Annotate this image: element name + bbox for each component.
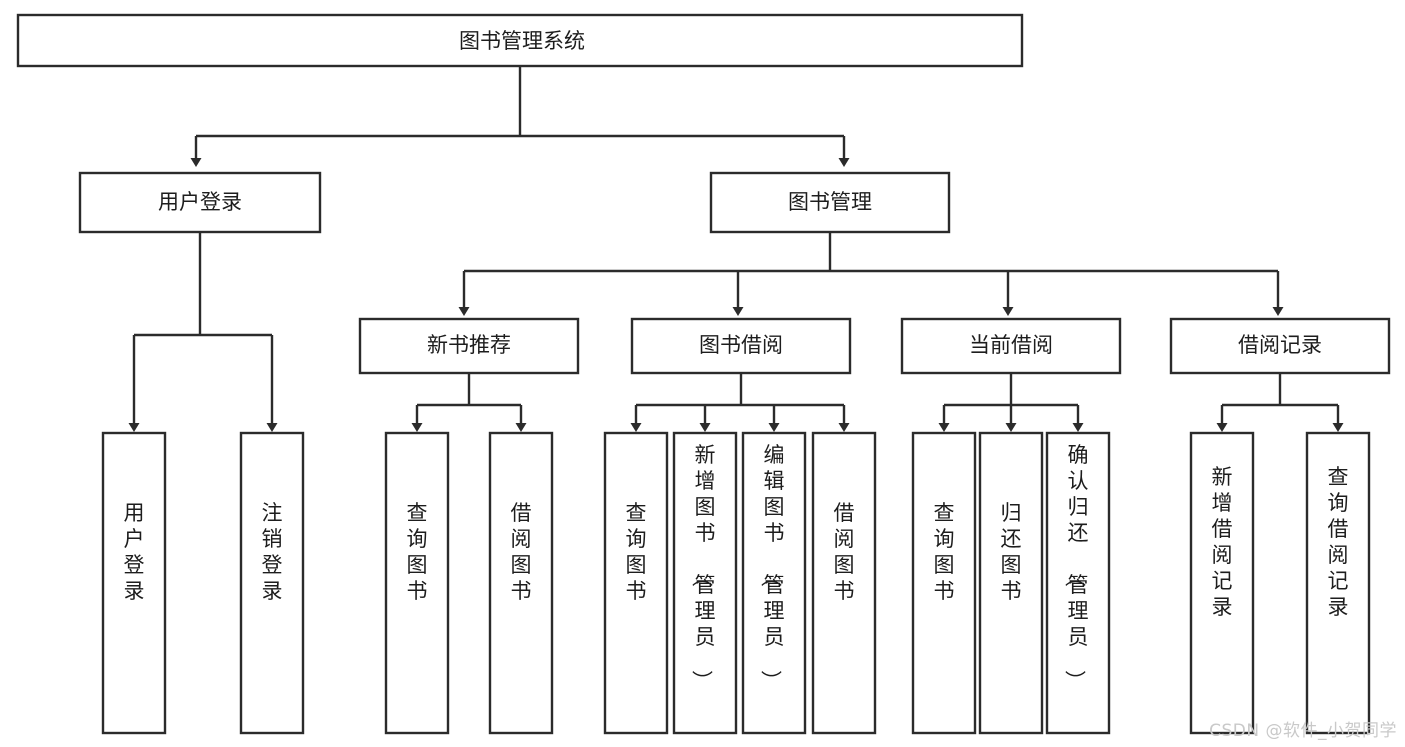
- node-leaf-query-record[interactable]: 查询借阅记录: [1305, 431, 1371, 735]
- connector-borrowrecord-to-leaves: [1216, 373, 1344, 432]
- node-leaf-borrow-book-1[interactable]: 借阅图书: [488, 431, 554, 735]
- node-root-label: 图书管理系统: [459, 29, 585, 53]
- node-new-book-recommend[interactable]: 新书推荐: [358, 317, 580, 375]
- node-leaf-user-logout[interactable]: 注销登录: [239, 431, 305, 735]
- node-leaf-borrow-book-2-label: 借阅图书: [834, 501, 855, 603]
- node-new-book-recommend-label: 新书推荐: [427, 333, 511, 357]
- node-leaf-return-book-label: 归还图书: [1001, 501, 1022, 603]
- node-book-manage[interactable]: 图书管理: [709, 171, 951, 234]
- node-leaf-query-book-3[interactable]: 查询图书: [911, 431, 977, 735]
- node-leaf-query-book-1[interactable]: 查询图书: [384, 431, 450, 735]
- node-leaf-return-book[interactable]: 归还图书: [978, 431, 1044, 735]
- connector-root-to-level2: [190, 66, 850, 167]
- node-user-login[interactable]: 用户登录: [78, 171, 322, 234]
- node-leaf-edit-book-label: 编辑图书（管理员）: [759, 443, 785, 691]
- node-leaf-confirm-return-label: 确认归还（管理员）: [1063, 443, 1089, 691]
- node-current-borrow[interactable]: 当前借阅: [900, 317, 1122, 375]
- connector-userlogin-to-leaves: [128, 232, 278, 432]
- node-leaf-edit-book[interactable]: 编辑图书（管理员）: [741, 431, 807, 735]
- node-book-borrow-label: 图书借阅: [699, 333, 783, 357]
- csdn-watermark: CSDN @软件_小贺同学: [1209, 721, 1397, 741]
- node-leaf-add-book-label: 新增图书（管理员）: [690, 443, 716, 691]
- connector-bookmanage-to-level3: [458, 232, 1284, 316]
- node-leaf-borrow-book-1-label: 借阅图书: [511, 501, 532, 603]
- node-book-borrow[interactable]: 图书借阅: [630, 317, 852, 375]
- node-borrow-record[interactable]: 借阅记录: [1169, 317, 1391, 375]
- node-current-borrow-label: 当前借阅: [969, 333, 1053, 357]
- connector-currentborrow-to-leaves: [938, 373, 1084, 432]
- node-leaf-add-record-label: 新增借阅记录: [1212, 465, 1233, 619]
- node-leaf-query-record-label: 查询借阅记录: [1328, 465, 1349, 619]
- node-leaf-confirm-return[interactable]: 确认归还（管理员）: [1045, 431, 1111, 735]
- node-leaf-borrow-book-2[interactable]: 借阅图书: [811, 431, 877, 735]
- connector-newbook-to-leaves: [411, 373, 527, 432]
- node-root[interactable]: 图书管理系统: [16, 13, 1024, 68]
- node-leaf-query-book-1-label: 查询图书: [407, 501, 428, 603]
- connector-bookborrow-to-leaves: [630, 373, 850, 432]
- node-borrow-record-label: 借阅记录: [1238, 333, 1322, 357]
- node-leaf-query-book-3-label: 查询图书: [934, 501, 955, 603]
- node-leaf-user-logout-label: 注销登录: [262, 501, 283, 603]
- node-leaf-user-login[interactable]: 用户登录: [101, 431, 167, 735]
- node-user-login-label: 用户登录: [158, 190, 242, 214]
- node-leaf-user-login-label: 用户登录: [124, 501, 145, 603]
- node-leaf-add-record[interactable]: 新增借阅记录: [1189, 431, 1255, 735]
- node-leaf-add-book[interactable]: 新增图书（管理员）: [672, 431, 738, 735]
- node-leaf-query-book-2-label: 查询图书: [626, 501, 647, 603]
- node-book-manage-label: 图书管理: [788, 190, 872, 214]
- node-leaf-query-book-2[interactable]: 查询图书: [603, 431, 669, 735]
